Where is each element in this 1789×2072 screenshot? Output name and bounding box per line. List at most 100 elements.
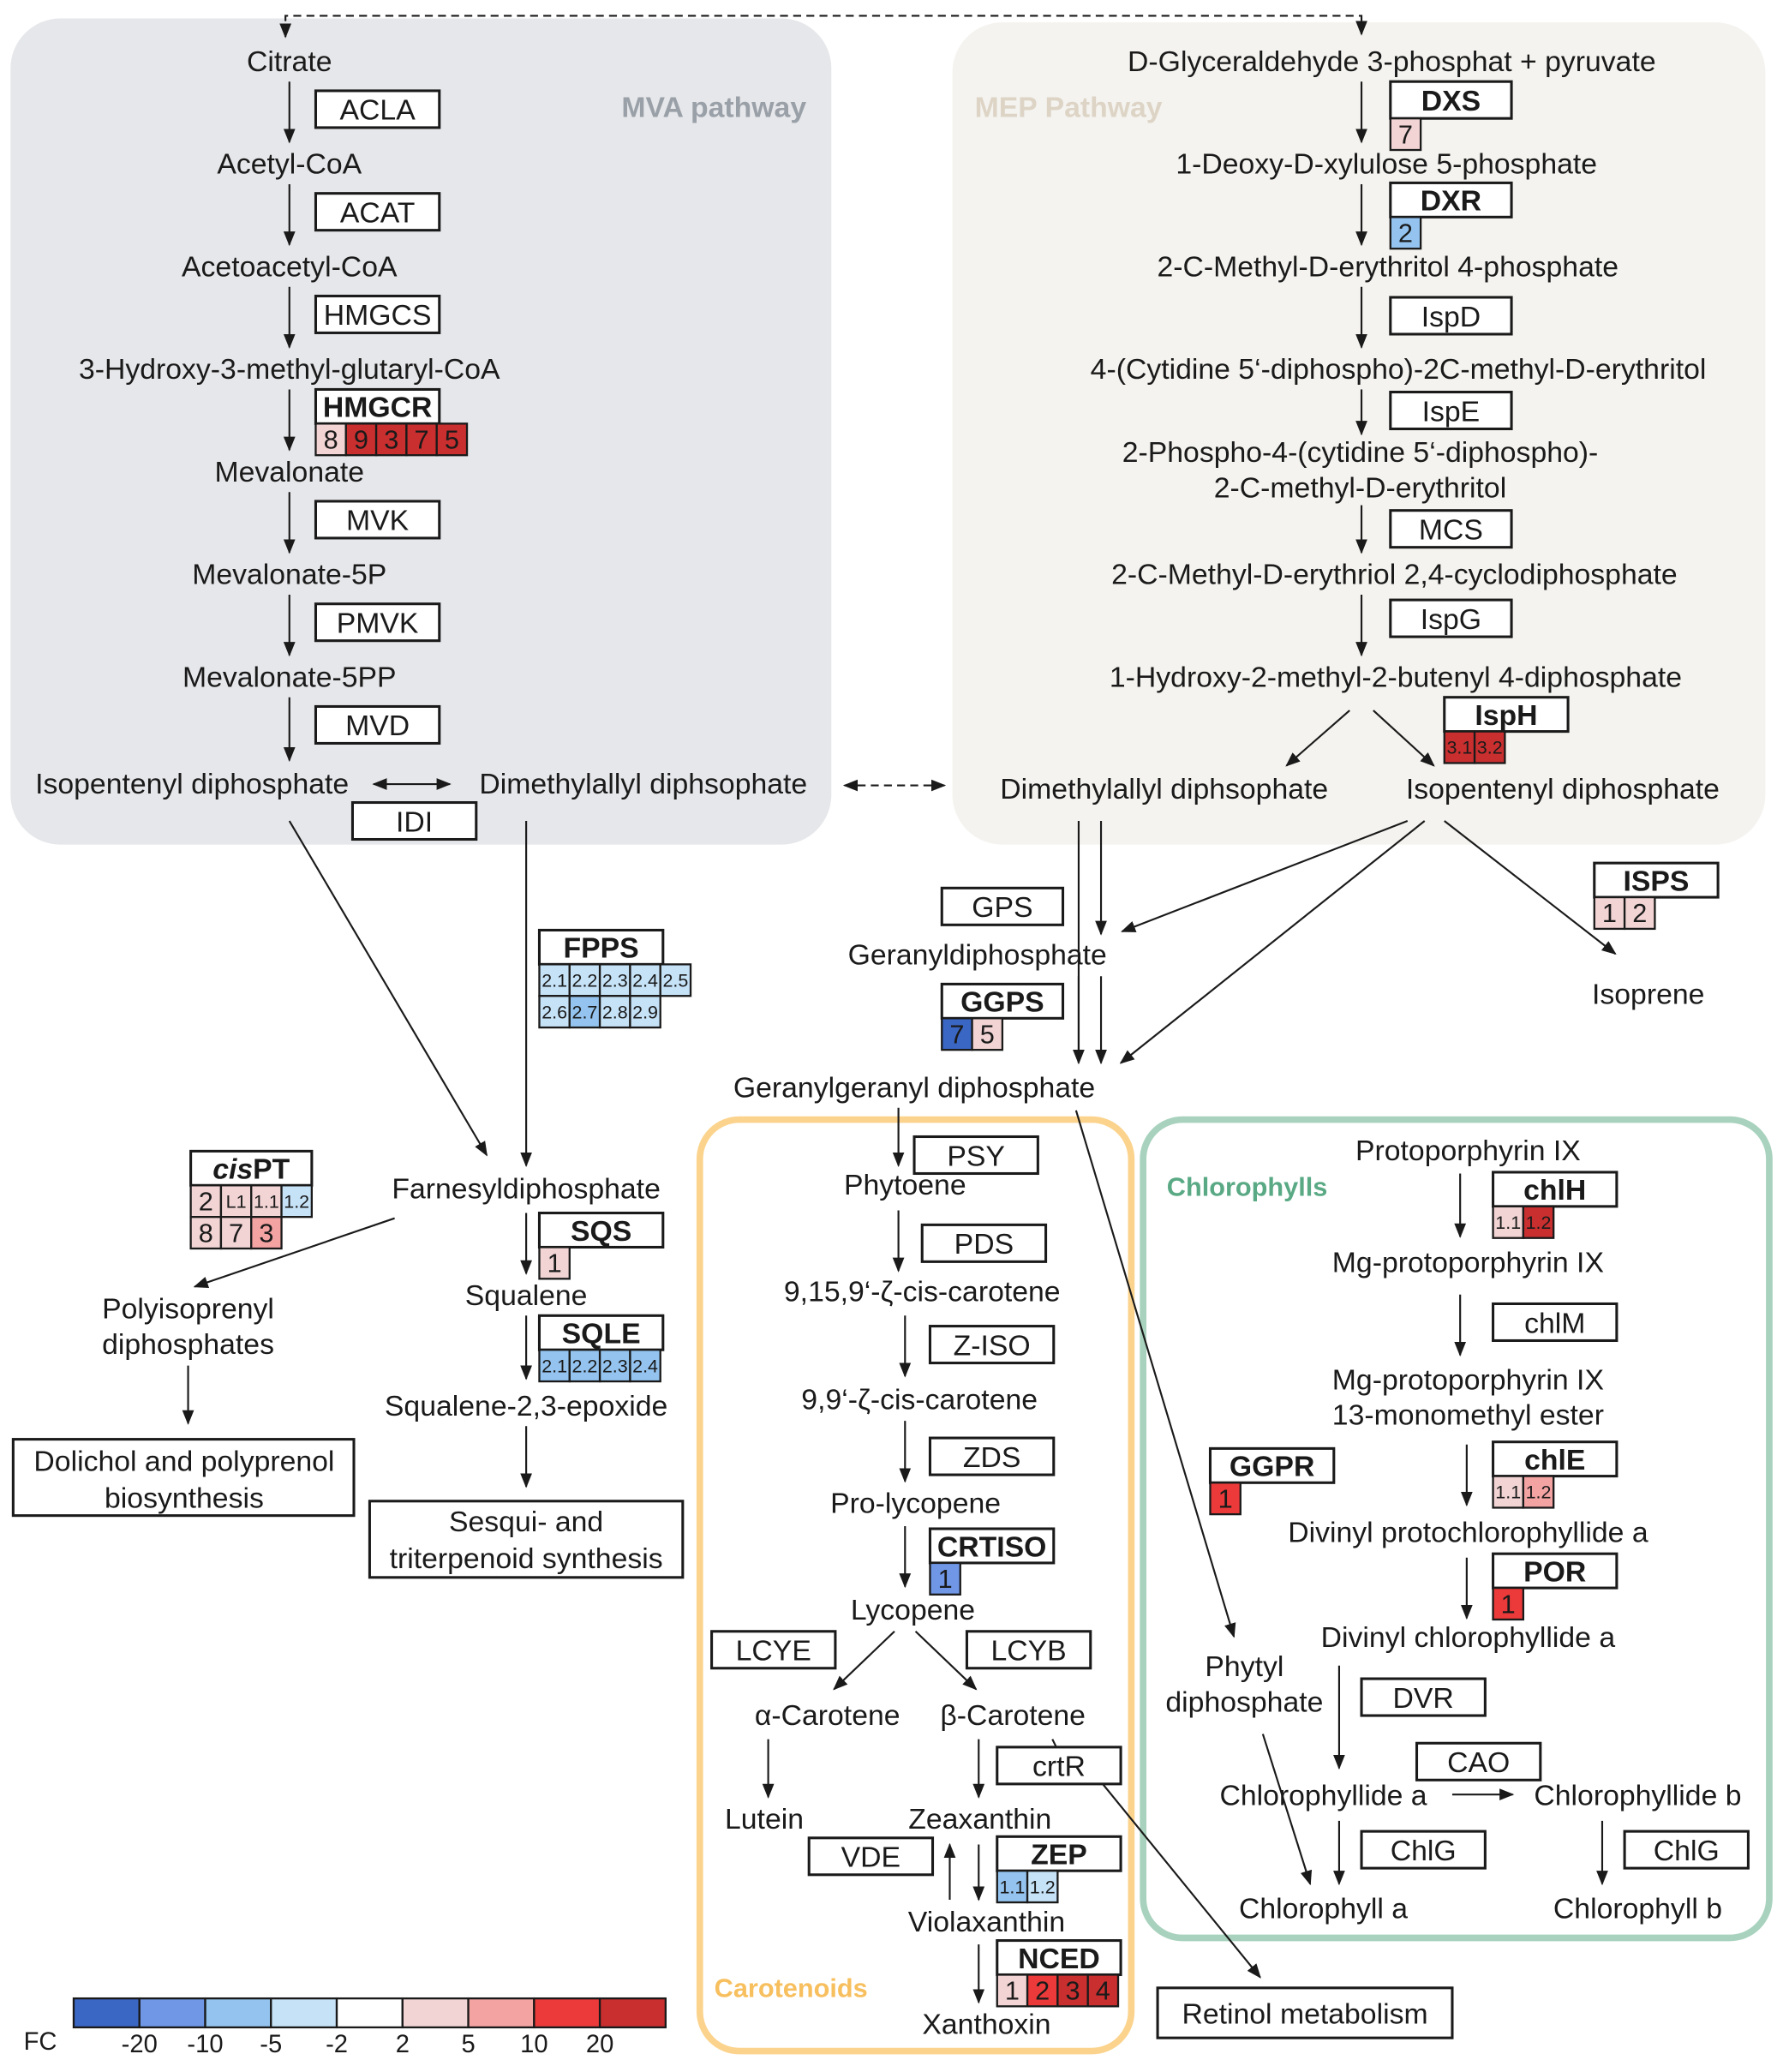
fc-cell-label: 1.2 xyxy=(284,1191,309,1212)
enzyme-box xyxy=(1360,1829,1487,1870)
fc-cell-label: 5 xyxy=(980,1019,995,1049)
fc-cell-label: L1 xyxy=(226,1191,247,1212)
metabolite-dmapp-mva: Dimethylallyl diphsophate xyxy=(479,768,807,800)
enzyme-cao: CAO xyxy=(1415,1741,1542,1782)
metabolite-polyprenyl-line1: Polyisoprenyl xyxy=(102,1292,274,1325)
enzyme-box xyxy=(1208,1446,1336,1484)
mva-panel-title: MVA pathway xyxy=(621,92,806,124)
fc-cell xyxy=(1492,1475,1525,1509)
metabolite-gap-pyruvate: D-Glyceraldehyde 3-phosphat + pyruvate xyxy=(1128,45,1656,78)
enzyme-acat: ACAT xyxy=(314,192,441,232)
metabolite-ipp-mva: Isopentenyl diphosphate xyxy=(35,768,349,800)
metabolite-cdp-me: 4-(Cytidine 5‘-diphospho)-2C-methyl-D-er… xyxy=(1091,353,1707,386)
fc-cell xyxy=(344,422,378,457)
legend-tick: 5 xyxy=(461,2031,475,2058)
fc-cell xyxy=(1492,1586,1525,1621)
fc-cell-label: 7 xyxy=(415,425,429,455)
enzyme-box xyxy=(912,1135,1039,1176)
metabolite-gpp: Geranyldiphosphate xyxy=(848,938,1107,971)
endpoint-sesqui-box xyxy=(368,1500,685,1579)
metabolite-squalene-epoxide: Squalene-2,3-epoxide xyxy=(385,1390,667,1422)
enzyme-label: CAO xyxy=(1447,1746,1510,1779)
chlorophylls-panel xyxy=(1140,1116,1773,1942)
enzyme-lcyb: LCYB xyxy=(965,1630,1092,1670)
fc-cell-label: 2 xyxy=(1398,218,1413,248)
fc-cell-label: 2.4 xyxy=(632,970,658,991)
fc-cell-label: 3 xyxy=(384,425,398,455)
enzyme-label: VDE xyxy=(841,1841,900,1874)
legend-tick: -20 xyxy=(122,2031,158,2058)
enzyme-label: MCS xyxy=(1419,513,1483,546)
enzyme-box xyxy=(920,1223,1048,1263)
fc-cell xyxy=(568,995,601,1029)
enzyme-zds: ZDS xyxy=(928,1436,1056,1476)
enzyme-mvk: MVK xyxy=(314,500,441,540)
fc-cell-label: 3.2 xyxy=(1477,738,1503,758)
enzyme-box xyxy=(928,1325,1056,1365)
metabolite-acetyl-coa: Acetyl-CoA xyxy=(217,148,362,181)
enzyme-ispd: IspD xyxy=(1389,296,1513,336)
fc-cell-label: 1 xyxy=(1602,898,1617,928)
legend-tick: 20 xyxy=(586,2031,613,2058)
metabolite-lycopene: Lycopene xyxy=(851,1594,975,1626)
fc-cell xyxy=(1623,895,1656,931)
fc-cell-label: 2.3 xyxy=(602,970,628,991)
mep-panel-title: MEP Pathway xyxy=(975,92,1163,124)
endpoint-dolichol-line1: Dolichol and polyprenol xyxy=(33,1445,334,1477)
metabolite-hmg-coa: 3-Hydroxy-3-methyl-glutaryl-CoA xyxy=(79,353,500,386)
enzyme-box xyxy=(928,1527,1056,1565)
fc-cell-label: 1 xyxy=(547,1249,562,1279)
metabolite-mep: 2-C-Methyl-D-erythritol 4-phosphate xyxy=(1157,250,1618,283)
fc-cell-label: 1.2 xyxy=(1526,1482,1552,1503)
fc-cell xyxy=(659,963,692,997)
enzyme-label: LCYE xyxy=(736,1635,811,1668)
metabolite-labels: Citrate Acetyl-CoA Acetoacetyl-CoA 3-Hyd… xyxy=(35,45,1741,2041)
enzyme-label: MVK xyxy=(346,505,410,537)
fc-cell xyxy=(996,1973,1029,2008)
enzyme-box xyxy=(1389,181,1513,219)
enzyme-label: PSY xyxy=(947,1140,1005,1172)
metabolite-mevalonate-5p: Mevalonate-5P xyxy=(192,559,386,591)
fc-cell-label: 1 xyxy=(1005,1976,1020,2006)
metabolite-phytyl-line1: Phytyl xyxy=(1205,1650,1283,1683)
enzyme-gps: GPS xyxy=(940,886,1065,926)
fc-cell-label: 1 xyxy=(938,1564,953,1594)
fc-legend-label: FC xyxy=(24,2028,57,2056)
fc-cell xyxy=(629,1349,661,1383)
enzyme-mcs: MCS xyxy=(1389,509,1513,549)
enzyme-chlg_a: ChlG xyxy=(1360,1829,1487,1870)
metabolite-squalene: Squalene xyxy=(465,1279,588,1312)
enzyme-box xyxy=(710,1630,837,1670)
fc-cell xyxy=(538,1246,571,1280)
enzyme-ispg: IspG xyxy=(1389,598,1513,638)
enzyme-box xyxy=(1389,598,1513,638)
enzyme-box xyxy=(1360,1677,1487,1717)
metabolite-zeta-carotene-1: 9,15,9‘-ζ-cis-carotene xyxy=(784,1275,1061,1308)
legend-swatch xyxy=(138,1997,206,2029)
legend-swatch xyxy=(401,1997,470,2029)
enzyme-label: cisPT xyxy=(212,1153,290,1186)
metabolite-mg-proto: Mg-protoporphyrin IX xyxy=(1332,1247,1604,1279)
metabolite-violaxanthin: Violaxanthin xyxy=(908,1906,1065,1938)
connector-lines xyxy=(182,15,1617,2004)
fc-cell xyxy=(405,422,438,457)
enzyme-box xyxy=(996,1939,1122,1977)
fc-cell xyxy=(189,1216,223,1250)
endpoint-sesqui-line2: triterpenoid synthesis xyxy=(390,1542,663,1575)
fc-cell-label: 2.3 xyxy=(602,1356,628,1376)
metabolite-isoprene: Isoprene xyxy=(1592,978,1704,1010)
enzyme-label: HMGCR xyxy=(323,392,433,424)
enzyme-box xyxy=(1593,861,1720,899)
enzyme-box xyxy=(1389,390,1513,431)
fc-cell-label: 1 xyxy=(1501,1589,1516,1619)
fc-cell xyxy=(435,422,469,457)
fc-cell-label: 2.5 xyxy=(662,970,688,991)
fc-cell xyxy=(1522,1205,1555,1239)
metabolite-alpha-carotene: α-Carotene xyxy=(755,1699,900,1732)
